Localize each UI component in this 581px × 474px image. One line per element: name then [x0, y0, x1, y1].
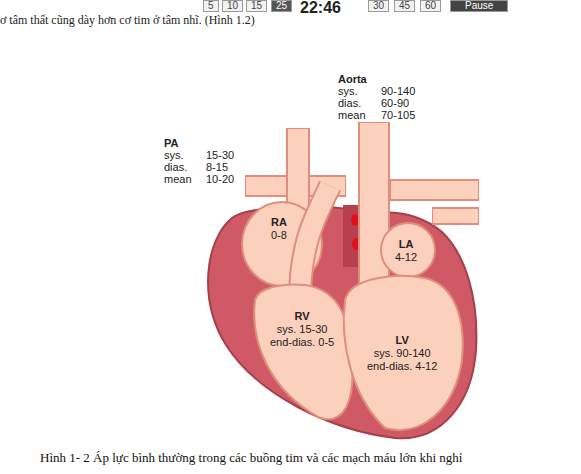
pressure-label: 90-140	[381, 85, 415, 97]
toolbar-button: 60	[420, 0, 441, 12]
pressure-label: dias.	[164, 161, 187, 173]
toolbar-button: Pause	[450, 0, 508, 12]
pressure-value: sys. 15-30	[270, 323, 334, 336]
chamber-name: LV	[367, 334, 437, 347]
chamber-label: LVsys. 90-140end-dias. 4-12	[367, 334, 437, 373]
chamber-name: RV	[270, 310, 334, 323]
pressure-label: Aorta	[338, 73, 367, 85]
body-text: ơ tâm thất cũng dày hơn cơ tim ở tâm nhĩ…	[0, 13, 255, 27]
pressure-label: PA	[164, 137, 178, 149]
great-arteries	[300, 122, 374, 300]
figure-caption: Hình 1- 2 Áp lực bình thường trong các b…	[40, 450, 462, 465]
pressure-value: 4-12	[395, 251, 417, 264]
pressure-label: 10-20	[206, 173, 234, 185]
pressure-value: 0-8	[271, 229, 287, 242]
pressure-label: 8-15	[206, 161, 228, 173]
pressure-label: mean	[338, 109, 366, 121]
pressure-label: mean	[164, 173, 192, 185]
left-atrium	[381, 223, 435, 277]
chamber-label: RA0-8	[271, 216, 287, 242]
red-dot	[351, 214, 359, 226]
pressure-label: 70-105	[381, 109, 415, 121]
pressure-value: sys. 90-140	[367, 347, 437, 360]
toolbar-button: 15	[246, 0, 267, 12]
pressure-label: 15-30	[206, 149, 234, 161]
right-ventricle	[254, 285, 352, 420]
pressure-label: sys.	[338, 85, 358, 97]
pressure-value: end-dias. 0-5	[270, 336, 334, 349]
left-ventricle	[344, 276, 463, 430]
toolbar-button: 10	[222, 0, 243, 12]
chamber-name: RA	[271, 216, 287, 229]
pressure-label: 60-90	[381, 97, 409, 109]
timer-display: 22:46	[300, 0, 341, 16]
toolbar-button: 25	[271, 0, 292, 12]
pressure-label: sys.	[164, 149, 184, 161]
toolbar-button: 5	[203, 0, 219, 12]
pressure-label: dias.	[338, 97, 361, 109]
toolbar-button: 30	[368, 0, 389, 12]
toolbar-button: 45	[394, 0, 415, 12]
chamber-name: LA	[395, 238, 417, 251]
chamber-label: LA4-12	[395, 238, 417, 264]
chamber-label: RVsys. 15-30end-dias. 0-5	[270, 310, 334, 349]
pressure-value: end-dias. 4-12	[367, 360, 437, 373]
